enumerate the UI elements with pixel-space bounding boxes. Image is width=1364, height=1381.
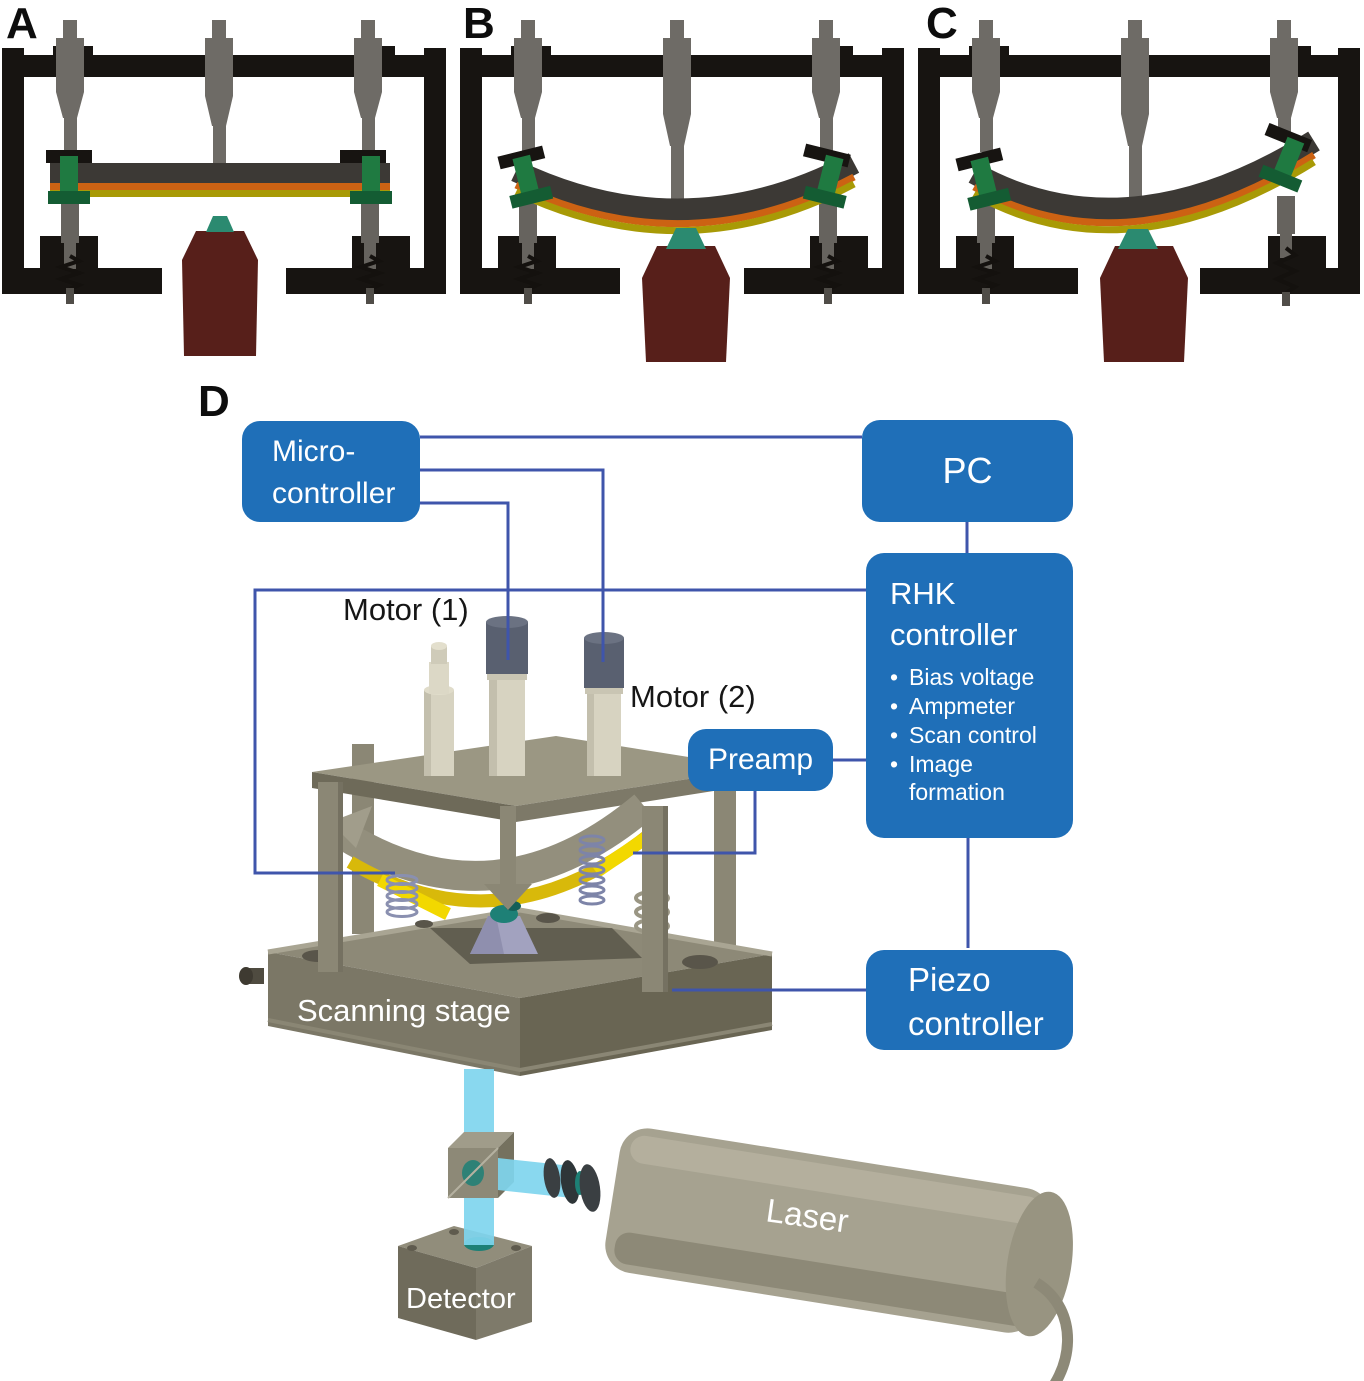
detector-label: Detector <box>406 1283 516 1315</box>
micrometer-screw <box>424 642 454 776</box>
motor-2 <box>584 632 624 776</box>
scanner-cone <box>642 228 730 362</box>
scanner-cone <box>182 216 258 356</box>
motor2-label: Motor (2) <box>630 679 756 714</box>
rhk-bullet-text: Ampmeter <box>909 693 1016 719</box>
bullet-icon: • <box>890 722 899 748</box>
lower-screws <box>512 203 844 304</box>
connection-lines <box>253 435 970 992</box>
rhk-bullet-item: • Ampmeter <box>890 692 1050 720</box>
bullet-icon: • <box>890 751 899 777</box>
panel-a-label: A <box>6 0 38 48</box>
piezo-line2: controller <box>908 1005 1044 1042</box>
panel-b-schematic <box>460 20 904 362</box>
lower-screws <box>54 203 386 304</box>
rhk-controller-box: RHK controller • Bias voltage • Ampmeter… <box>866 553 1073 838</box>
sample-assembly <box>46 150 392 204</box>
panel-a-schematic <box>2 20 446 356</box>
preamp-box: Preamp <box>688 729 833 791</box>
piezo-line1: Piezo <box>908 961 991 998</box>
piezo-controller-box: Piezo controller <box>866 950 1073 1050</box>
motor1-label: Motor (1) <box>343 592 469 627</box>
micro-controller-line2: controller <box>272 477 396 510</box>
rhk-bullet-item: • Bias voltage <box>890 663 1050 691</box>
lower-screws <box>970 196 1300 306</box>
lens-stack <box>543 1158 601 1212</box>
rhk-bullet-text: Bias voltage <box>909 664 1035 690</box>
panel-d-label: D <box>198 377 230 426</box>
bullet-icon: • <box>890 664 899 690</box>
scanning-stage-label: Scanning stage <box>297 993 511 1028</box>
top-plungers <box>972 20 1298 200</box>
panel-b-label: B <box>463 0 495 48</box>
rhk-bullet-item: • Image formation <box>890 750 1050 806</box>
panel-c-label: C <box>926 0 958 48</box>
bullet-icon: • <box>890 693 899 719</box>
sample-assembly <box>955 122 1320 234</box>
rhk-line1: RHK <box>890 576 956 611</box>
pc-label: PC <box>942 450 993 491</box>
micro-controller-line1: Micro- <box>272 435 356 468</box>
rhk-bullet-list: • Bias voltage • Ampmeter • Scan control… <box>890 663 1050 806</box>
rhk-bullet-text: Scan control <box>909 722 1037 748</box>
frame <box>918 46 1360 294</box>
panel-d-diagram <box>239 435 1073 1381</box>
push-rod <box>500 806 516 886</box>
top-plungers <box>514 20 840 202</box>
panel-c-schematic <box>918 20 1360 362</box>
rhk-line2: controller <box>890 617 1018 652</box>
detector-box <box>398 1226 532 1340</box>
rhk-bullet-text: Image formation <box>909 751 1005 805</box>
scanning-stage-render <box>239 616 773 1076</box>
preamp-label: Preamp <box>707 743 814 776</box>
scanner-cone <box>1100 229 1188 362</box>
pc-box: PC <box>862 420 1073 522</box>
micro-controller-box: Micro- controller <box>242 421 420 522</box>
rhk-bullet-item: • Scan control <box>890 721 1050 749</box>
laser-cylinder <box>605 1128 1073 1381</box>
top-plungers <box>56 20 382 163</box>
